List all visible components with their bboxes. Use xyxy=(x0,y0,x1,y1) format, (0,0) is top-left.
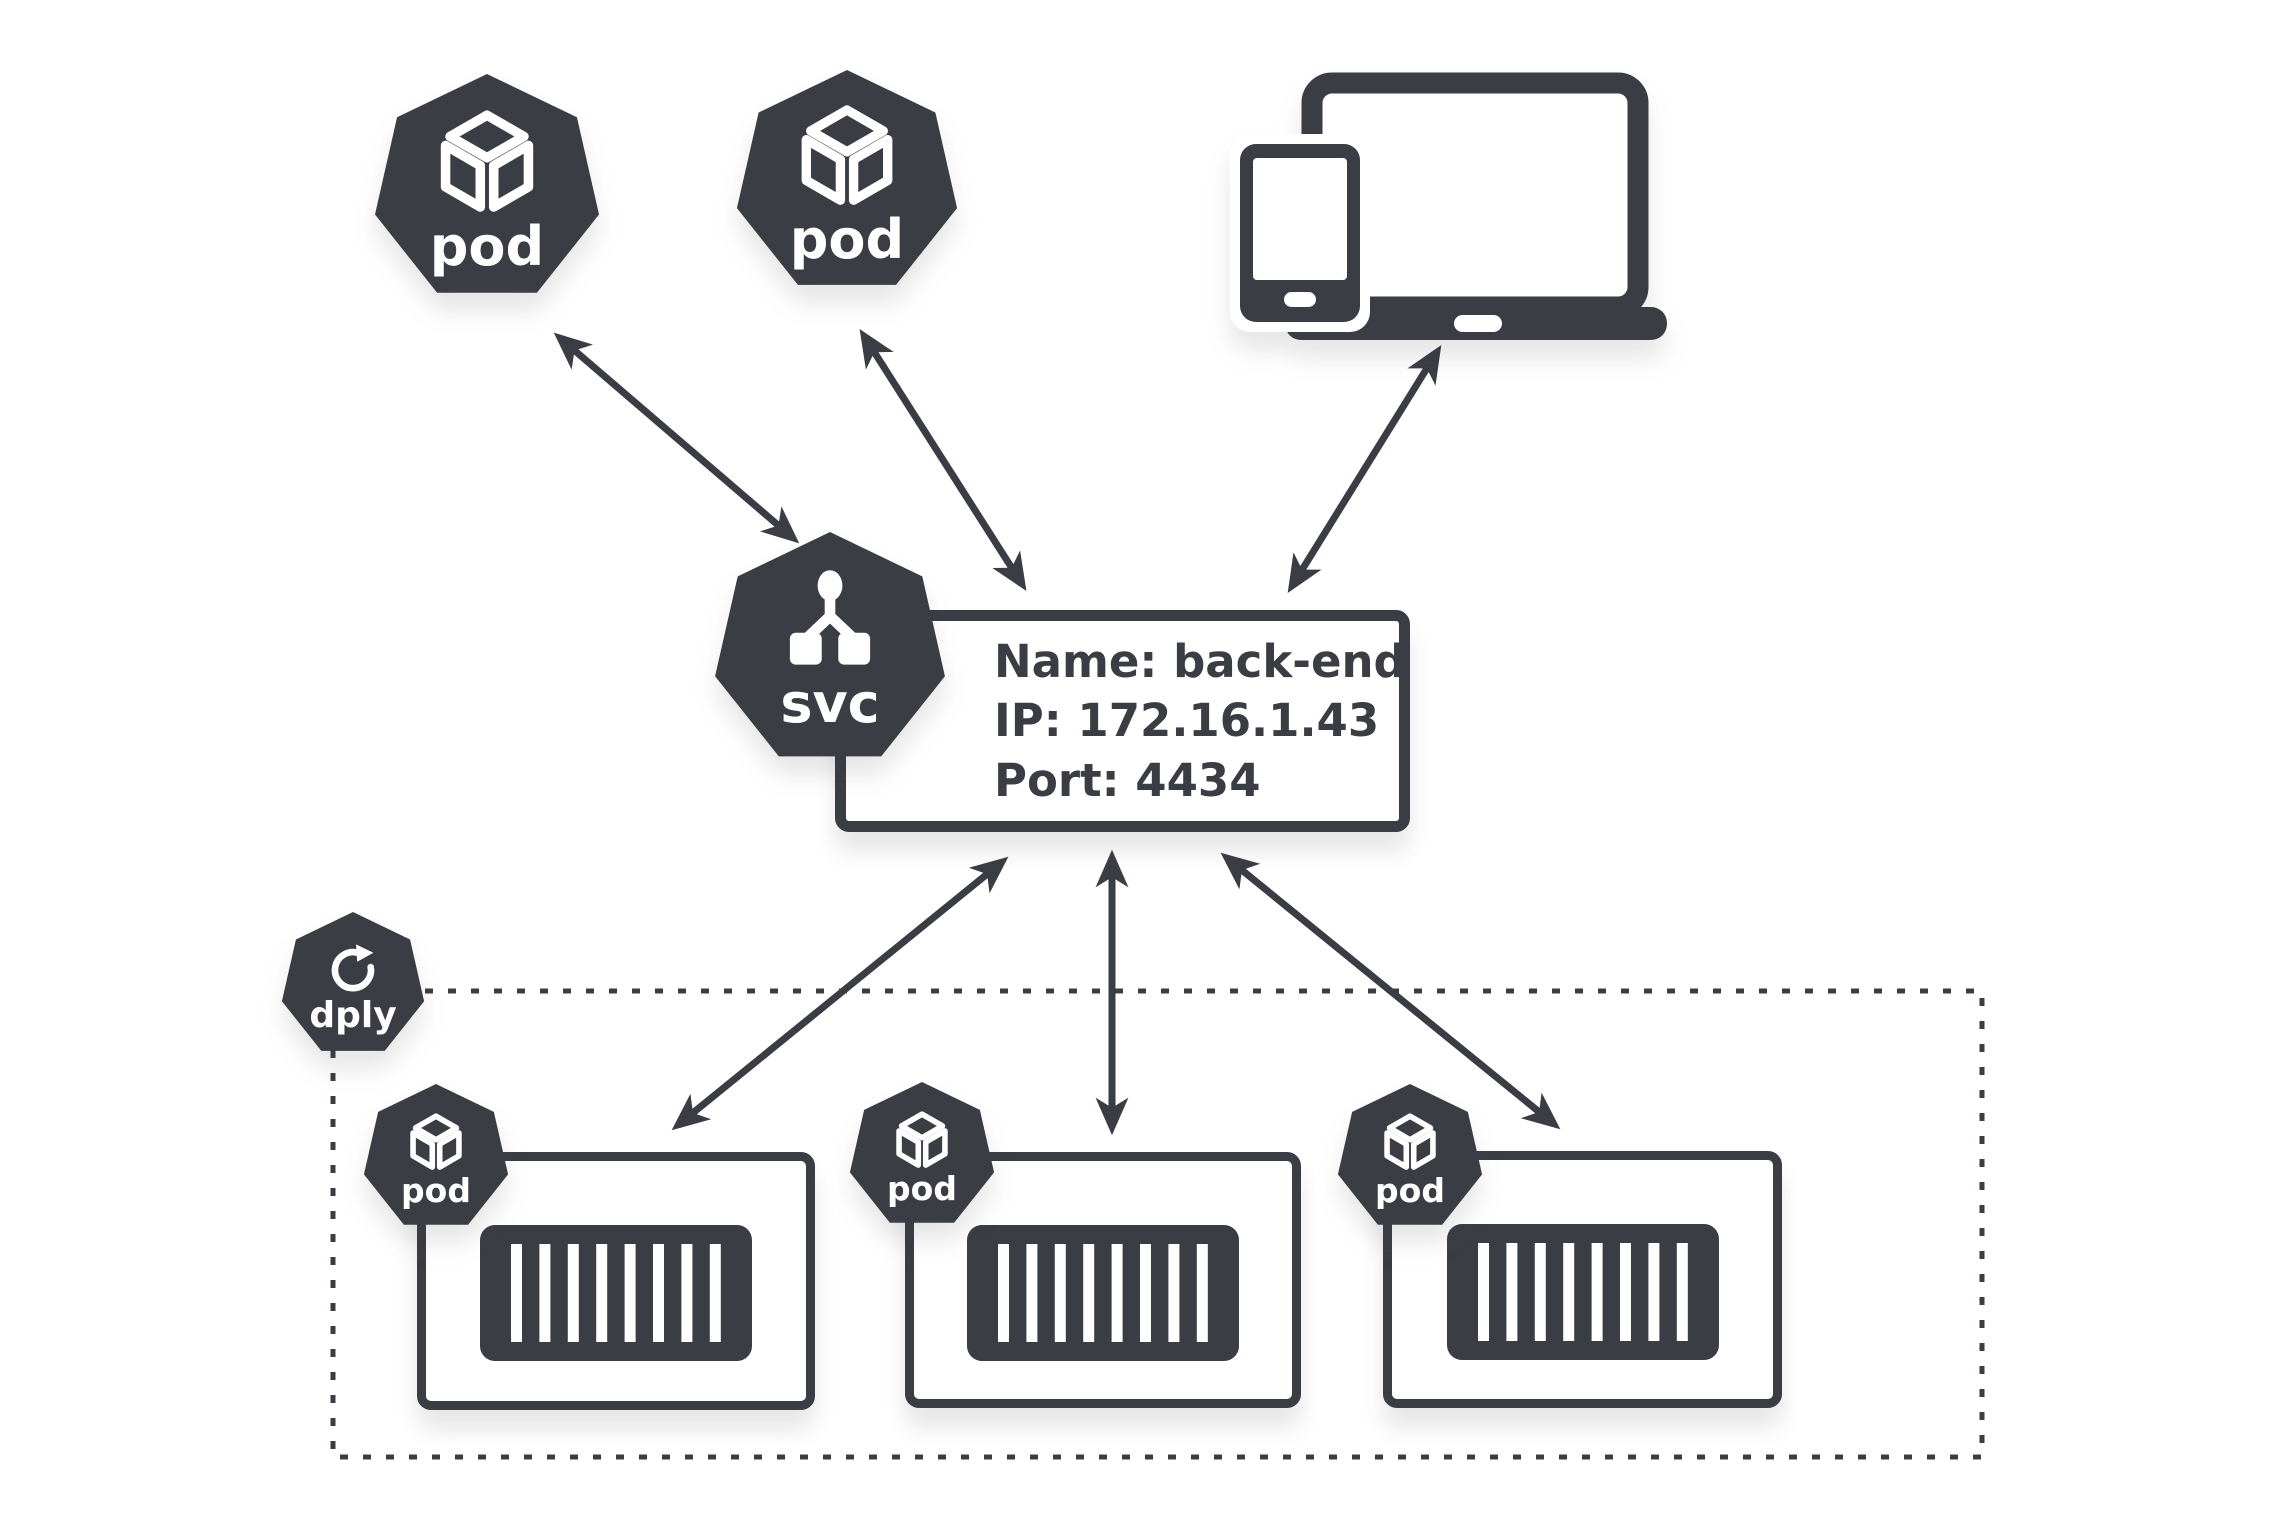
pod-label: pod xyxy=(789,208,905,271)
laptop-tablet-icon xyxy=(1230,72,1667,340)
cube-icon xyxy=(410,1112,462,1170)
pod-box-2 xyxy=(905,1152,1301,1408)
arrow-svc-pod-box-1 xyxy=(671,856,1009,1131)
load-balancer-icon xyxy=(789,570,871,665)
deployment-node: dply xyxy=(280,912,426,1058)
pod-label: pod xyxy=(887,1168,957,1208)
pod-label: pod xyxy=(401,1170,471,1210)
service-ip: IP: 172.16.1.43 xyxy=(994,694,1380,748)
service-info-box: Name: back-end IP: 172.16.1.43 Port: 443… xyxy=(835,610,1410,832)
cube-icon xyxy=(440,110,534,212)
service-node: svc xyxy=(712,532,948,768)
pod-label: pod xyxy=(429,215,545,278)
pod-node-2: pod xyxy=(734,70,960,296)
service-port: Port: 4434 xyxy=(994,753,1261,807)
cube-icon xyxy=(801,105,893,205)
container-stripes-icon xyxy=(1446,1224,1719,1360)
arrow-client-svc xyxy=(1287,345,1442,593)
container-stripes-icon xyxy=(480,1225,752,1361)
pod-label: pod xyxy=(1375,1170,1445,1210)
deployment-label: dply xyxy=(309,995,397,1036)
pod-badge-2: pod xyxy=(848,1082,996,1230)
refresh-icon xyxy=(331,944,375,992)
arrow-pod1-svc xyxy=(553,332,800,544)
arrow-pod2-svc xyxy=(859,329,1027,591)
pod-node-1: pod xyxy=(372,74,602,304)
pod-badge-1: pod xyxy=(362,1084,510,1232)
cube-icon xyxy=(1384,1112,1436,1170)
service-name: Name: back-end xyxy=(994,634,1406,688)
pod-badge-3: pod xyxy=(1336,1084,1484,1232)
cube-icon xyxy=(896,1110,948,1168)
service-label: svc xyxy=(780,672,880,735)
container-stripes-icon xyxy=(967,1225,1239,1361)
arrow-svc-pod-box-3 xyxy=(1220,852,1561,1130)
